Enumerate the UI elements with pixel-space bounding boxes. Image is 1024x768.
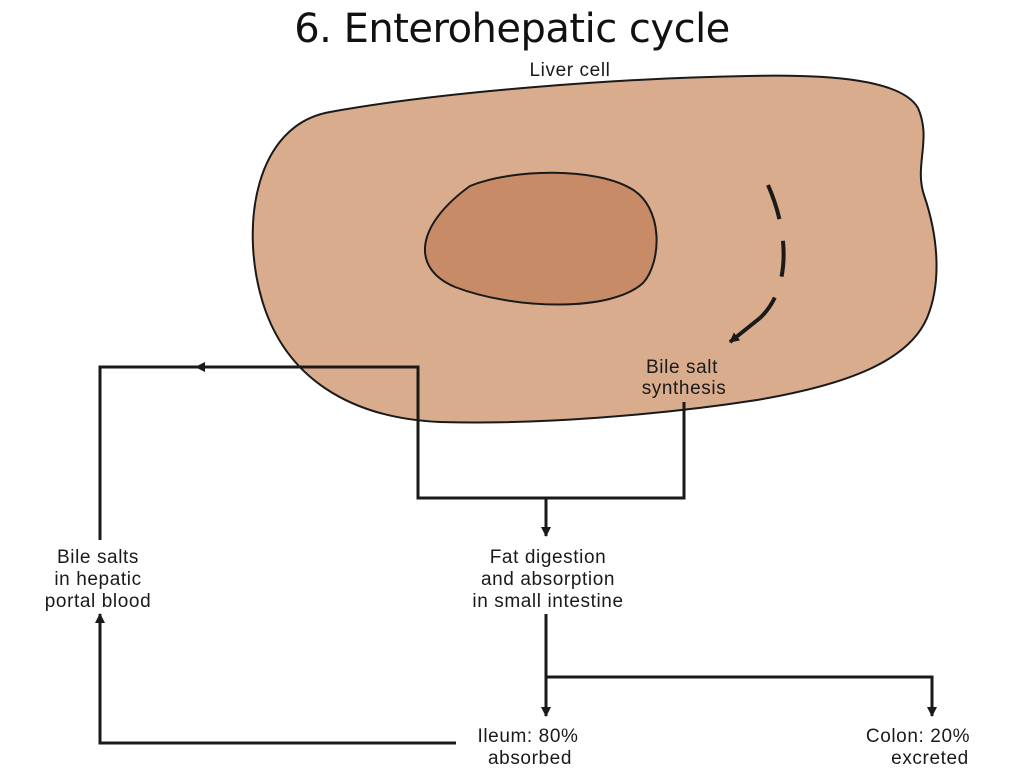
nucleus-shape (423, 171, 658, 306)
digestion-label-line2: and absorption (481, 569, 615, 590)
portal-up-line (98, 365, 196, 540)
synthesis-flow-arrow (728, 184, 786, 344)
digestion-label-line1: Fat digestion (490, 547, 607, 568)
portal-label-line3: portal blood (45, 591, 152, 612)
colon-label-line2: excreted (891, 748, 969, 768)
portal-label-line1: Bile salts (57, 547, 139, 568)
liver-cell-label: Liver cell (530, 60, 611, 81)
colon-label-line1: Colon: 20% (866, 726, 970, 747)
ileum-label-line2: absorbed (488, 748, 572, 768)
digestion-label-line3: in small intestine (472, 591, 623, 612)
synthesis-label-line2: synthesis (642, 378, 727, 399)
slide-title: 6. Enterohepatic cycle (294, 6, 730, 52)
portal-label-line2: in hepatic (54, 569, 141, 590)
synthesis-label-line1: Bile salt (646, 357, 718, 378)
ileum-to-portal-line (98, 620, 456, 745)
ileum-label-line1: Ileum: 80% (477, 726, 578, 747)
branch-to-colon-line (546, 675, 934, 705)
